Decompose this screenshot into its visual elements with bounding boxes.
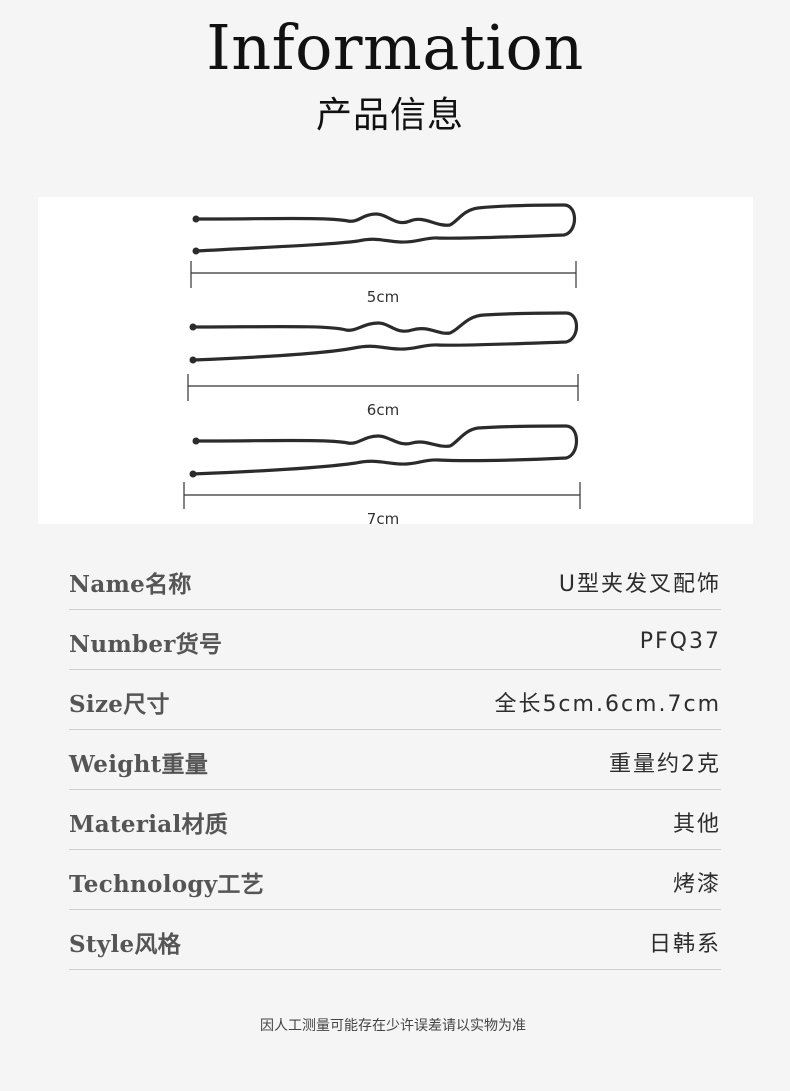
measure-line-6cm — [187, 374, 579, 401]
spec-row-name: Name名称 U型夹发叉配饰 — [69, 550, 721, 610]
page-title-cn: 产品信息 — [315, 95, 464, 136]
size-label-6cm: 6cm — [367, 401, 399, 419]
size-label-7cm: 7cm — [367, 510, 399, 524]
spec-label: Technology工艺 — [69, 870, 265, 898]
spec-row-size: Size尺寸 全长5cm.6cm.7cm — [69, 670, 721, 730]
spec-value: 日韩系 — [648, 931, 721, 957]
hairpin-6cm — [189, 311, 579, 364]
measure-line-7cm — [183, 482, 581, 509]
size-label-5cm: 5cm — [367, 288, 399, 306]
hairpin-illustration: 5cm 6cm 7cm — [183, 203, 581, 524]
measurement-disclaimer: 因人工测量可能存在少许误差请以实物为准 — [260, 1018, 526, 1034]
spec-label: Style风格 — [69, 930, 182, 958]
spec-table: Name名称 U型夹发叉配饰 Number货号 PFQ37 Size尺寸 全长5… — [69, 550, 721, 970]
measure-line-5cm — [190, 261, 577, 288]
spec-value: 重量约2克 — [609, 751, 721, 777]
product-image-panel: 5cm 6cm 7cm — [38, 197, 753, 524]
spec-label: Material材质 — [69, 810, 229, 838]
spec-value: 烤漆 — [672, 871, 721, 897]
spec-label: Weight重量 — [69, 750, 209, 778]
spec-value: 全长5cm.6cm.7cm — [494, 691, 721, 717]
spec-value: PFQ37 — [639, 629, 721, 654]
spec-value: 其他 — [672, 811, 721, 837]
spec-row-style: Style风格 日韩系 — [69, 910, 721, 970]
spec-row-number: Number货号 PFQ37 — [69, 610, 721, 670]
spec-row-material: Material材质 其他 — [69, 790, 721, 850]
spec-row-technology: Technology工艺 烤漆 — [69, 850, 721, 910]
spec-row-weight: Weight重量 重量约2克 — [69, 730, 721, 790]
spec-label: Number货号 — [69, 630, 223, 658]
spec-value: U型夹发叉配饰 — [558, 571, 721, 597]
spec-label: Name名称 — [69, 570, 192, 598]
page-title-en: Information — [206, 11, 584, 84]
spec-label: Size尺寸 — [69, 690, 170, 718]
hairpin-7cm — [189, 424, 579, 478]
hairpin-5cm — [192, 203, 577, 255]
